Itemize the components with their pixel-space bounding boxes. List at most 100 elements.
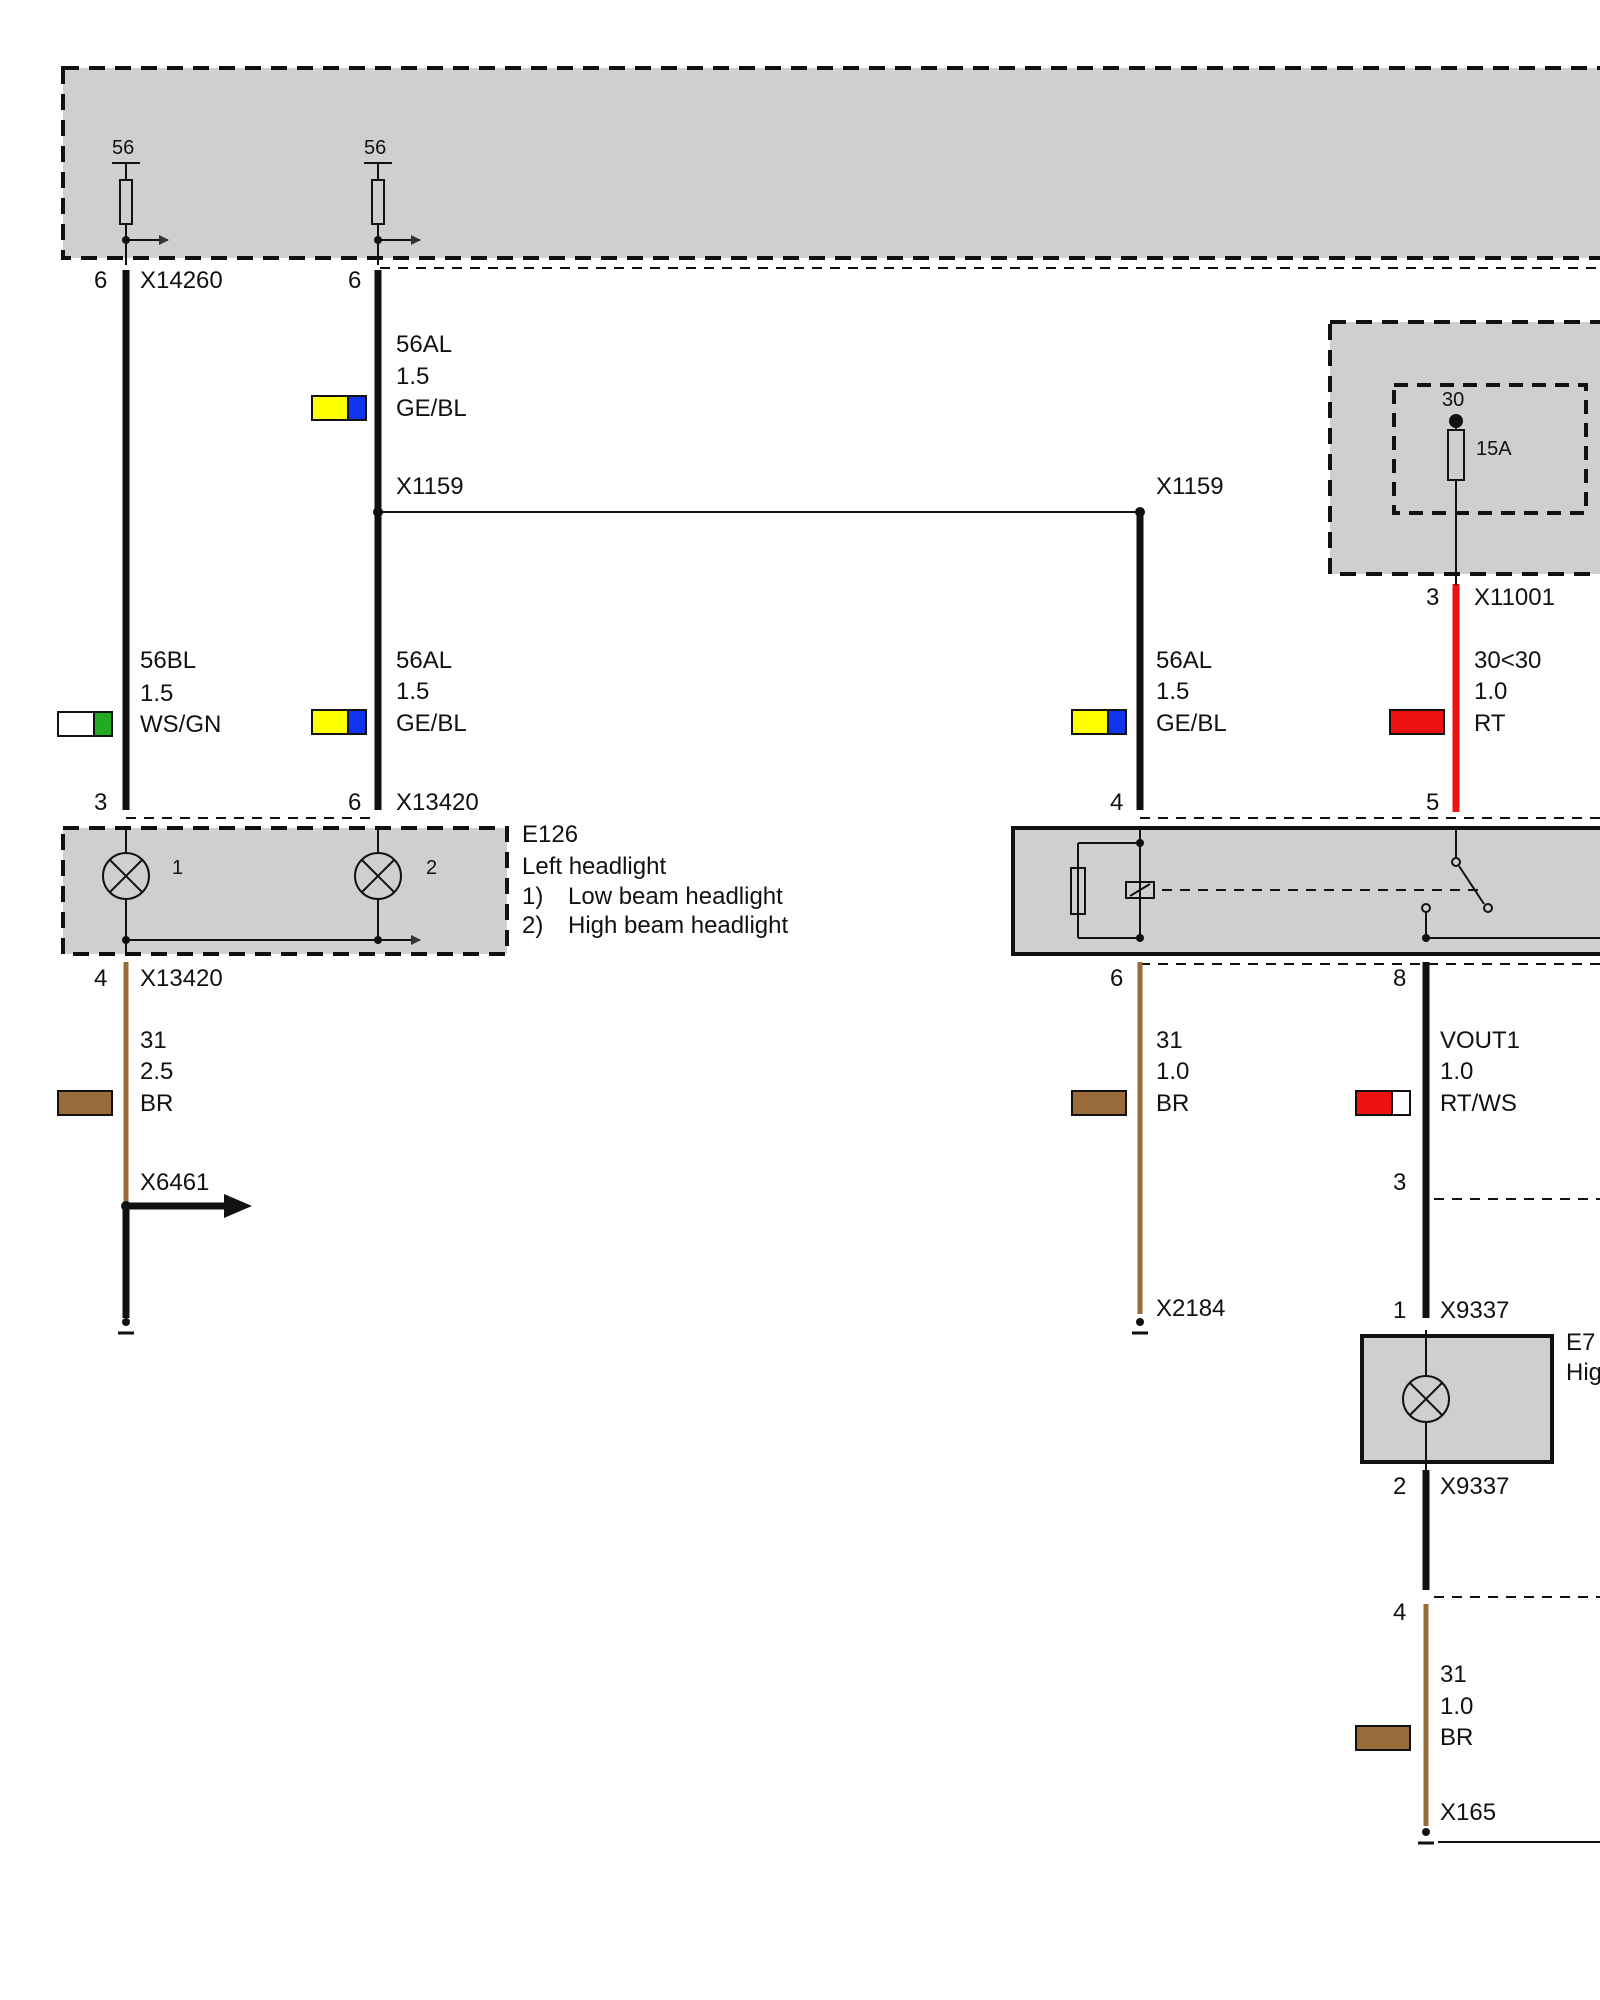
relay-pin-bottom-right: 8	[1393, 965, 1406, 992]
color-swatch-blue	[347, 395, 367, 421]
headlight-id: E126	[522, 821, 578, 848]
right-lamp-box	[1360, 1334, 1554, 1464]
fuse-box-inner	[1392, 383, 1588, 515]
wire-label-56al-top: 56AL 1.5 GE/BL	[311, 331, 467, 422]
ground-symbol-icon	[118, 1318, 134, 1335]
splice-x1159-right: X1159	[1156, 473, 1224, 500]
fuse-a-label: 56	[112, 137, 134, 159]
color-swatch-red	[1389, 709, 1445, 735]
right-pin-mid: 3	[1393, 1169, 1406, 1196]
svg-text:BR: BR	[140, 1090, 173, 1117]
color-swatch-brown	[57, 1090, 113, 1116]
lamp-icon	[354, 828, 402, 940]
fuse-pin: 3	[1426, 584, 1439, 611]
color-swatch-yellow	[311, 395, 349, 421]
svg-text:1.0: 1.0	[1440, 1693, 1473, 1720]
ground-symbol-icon	[1418, 1828, 1434, 1845]
wire-label-31-right: 31 1.0 BR	[1355, 1661, 1473, 1751]
wire-label-vout1: VOUT1 1.0 RT/WS	[1355, 1027, 1520, 1117]
svg-text:GE/BL: GE/BL	[396, 395, 467, 422]
legend-text-2: High beam headlight	[568, 912, 788, 939]
connector-x11001: X11001	[1474, 584, 1555, 611]
lamp-icon	[1402, 1330, 1450, 1470]
color-swatch-blue	[347, 709, 367, 735]
color-swatch-red	[1355, 1090, 1393, 1116]
color-swatch-brown	[1071, 1090, 1127, 1116]
wire-label-30: 30<30 1.0 RT	[1389, 647, 1541, 737]
wire-label-56bl: 56BL 1.5 WS/GN	[57, 647, 221, 738]
svg-text:2.5: 2.5	[140, 1058, 173, 1085]
right-lamp-connector-top: X9337	[1440, 1297, 1509, 1324]
svg-text:BR: BR	[1156, 1090, 1189, 1117]
headlight-connector-top: X13420	[396, 789, 479, 816]
svg-text:1.5: 1.5	[1156, 678, 1189, 705]
lamp-icon	[102, 828, 150, 954]
svg-text:56AL: 56AL	[396, 647, 452, 674]
pin-b: 6	[348, 267, 361, 294]
ground-x2184: X2184	[1156, 1295, 1225, 1322]
headlight-pin-right-top: 6	[348, 789, 361, 816]
color-swatch-white	[57, 711, 95, 737]
wire-label-31-mid: 31 1.0 BR	[1071, 1027, 1189, 1117]
svg-text:1.0: 1.0	[1474, 678, 1507, 705]
relay-pin-bottom-left: 6	[1110, 965, 1123, 992]
svg-text:56AL: 56AL	[1156, 647, 1212, 674]
svg-text:GE/BL: GE/BL	[396, 710, 467, 737]
lamp-1-number: 1	[172, 857, 183, 879]
right-pin-lower: 4	[1393, 1599, 1406, 1626]
legend-text-1: Low beam headlight	[568, 883, 783, 910]
svg-text:31: 31	[1440, 1661, 1467, 1688]
wire-label-56al-right: 56AL 1.5 GE/BL	[1071, 647, 1227, 737]
fuse-rating: 15A	[1476, 438, 1512, 460]
lamp-2-number: 2	[426, 857, 437, 879]
svg-text:31: 31	[140, 1027, 167, 1054]
relay-switch-icon	[1421, 828, 1600, 942]
svg-text:56BL: 56BL	[140, 647, 196, 674]
headlight-name: Left headlight	[522, 853, 666, 880]
ground-x6461: X6461	[140, 1169, 209, 1196]
svg-text:1.5: 1.5	[396, 678, 429, 705]
color-swatch-blue	[1107, 709, 1127, 735]
headlight-box	[61, 826, 509, 956]
splice-x1159-left: X1159	[396, 473, 464, 500]
svg-text:30<30: 30<30	[1474, 647, 1541, 674]
relay-pin-top-right: 5	[1426, 789, 1439, 816]
headlight-pin-bottom: 4	[94, 965, 107, 992]
right-lamp: 1 X9337 E7 Hig 2 X9337	[1360, 1297, 1600, 1500]
svg-text:1.0: 1.0	[1440, 1058, 1473, 1085]
relay-pin-top-left: 4	[1110, 789, 1123, 816]
splice-dot-left	[373, 507, 383, 517]
svg-text:GE/BL: GE/BL	[1156, 710, 1227, 737]
top-module-box	[61, 66, 1600, 260]
svg-text:RT: RT	[1474, 710, 1506, 737]
ground-symbol-icon	[1132, 1318, 1148, 1335]
pin-a: 6	[94, 267, 107, 294]
svg-text:BR: BR	[1440, 1724, 1473, 1751]
svg-text:VOUT1: VOUT1	[1440, 1027, 1520, 1054]
wire-label-31-left: 31 2.5 BR	[57, 1027, 173, 1117]
right-lamp-name: Hig	[1566, 1359, 1600, 1386]
relay-coil-icon	[1070, 828, 1480, 942]
color-swatch-white	[1391, 1090, 1411, 1116]
svg-text:56AL: 56AL	[396, 331, 452, 358]
fuse-terminal: 30	[1442, 389, 1464, 411]
ground-x165: X165	[1440, 1799, 1496, 1826]
right-lamp-connector-bottom: X9337	[1440, 1473, 1509, 1500]
top-control-module: 56 56 6 6 X14260	[61, 66, 1600, 294]
fuse-b-icon: 56	[364, 137, 421, 265]
svg-text:1.5: 1.5	[140, 680, 173, 707]
right-lamp-id: E7	[1566, 1329, 1595, 1356]
headlight-pin-left-top: 3	[94, 789, 107, 816]
wire-label-56al-left: 56AL 1.5 GE/BL	[311, 647, 467, 737]
fuse-box: 30 15A 3 X11001	[1328, 320, 1600, 611]
color-swatch-green	[93, 711, 113, 737]
right-lamp-pin-top: 1	[1393, 1297, 1406, 1324]
left-headlight-e126: 3 6 X13420 1 2 E126 Left headlight 1)	[61, 789, 788, 992]
color-swatch-yellow	[311, 709, 349, 735]
fuse-a-icon: 56	[112, 137, 169, 265]
svg-text:1.0: 1.0	[1156, 1058, 1189, 1085]
svg-text:RT/WS: RT/WS	[1440, 1090, 1517, 1117]
svg-text:WS/GN: WS/GN	[140, 711, 221, 738]
fuse-b-label: 56	[364, 137, 386, 159]
